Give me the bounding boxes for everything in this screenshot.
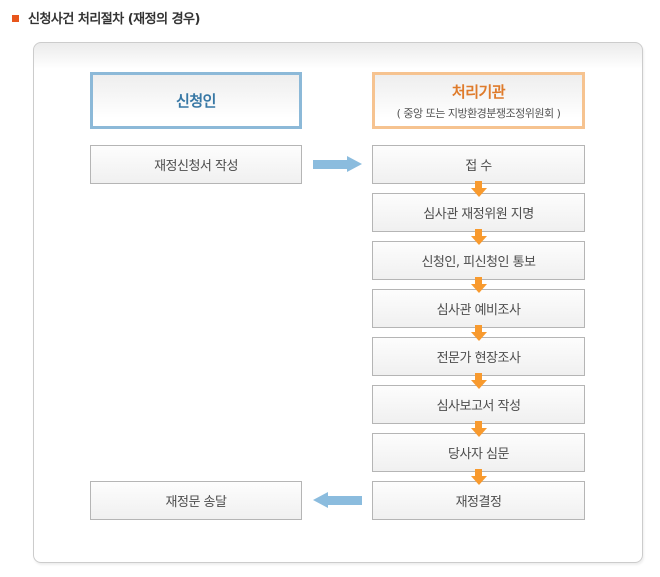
page-title: 신청사건 처리절차 (재정의 경우) <box>12 8 200 27</box>
header-agency: 처리기관 ( 중앙 또는 지방환경분쟁조정위원회 ) <box>372 72 585 129</box>
step-notify-parties: 신청인, 피신청인 통보 <box>372 241 585 280</box>
step-appoint-examiner-committee: 심사관 재정위원 지명 <box>372 193 585 232</box>
step-write-adjudication-application: 재정신청서 작성 <box>90 145 302 184</box>
step-label: 심사보고서 작성 <box>436 399 521 414</box>
arrow-down-icon <box>470 229 487 245</box>
step-label: 심사관 재정위원 지명 <box>423 207 534 222</box>
step-adjudication-decision: 재정결정 <box>372 481 585 520</box>
step-label: 신청인, 피신청인 통보 <box>421 255 536 270</box>
step-receipt: 접 수 <box>372 145 585 184</box>
step-label: 재정결정 <box>455 495 502 510</box>
step-label: 심사관 예비조사 <box>436 303 521 318</box>
step-write-examination-report: 심사보고서 작성 <box>372 385 585 424</box>
arrow-down-icon <box>470 181 487 197</box>
arrow-left-icon <box>313 492 362 508</box>
header-agency-label: 처리기관 <box>451 82 506 101</box>
step-label: 당사자 심문 <box>448 447 509 462</box>
arrow-down-icon <box>470 469 487 485</box>
step-deliver-adjudication-document: 재정문 송달 <box>90 481 302 520</box>
step-party-hearing: 당사자 심문 <box>372 433 585 472</box>
step-preliminary-investigation: 심사관 예비조사 <box>372 289 585 328</box>
arrow-down-icon <box>470 325 487 341</box>
header-applicant-label: 신청인 <box>176 92 216 110</box>
page-title-text: 신청사건 처리절차 (재정의 경우) <box>28 12 200 27</box>
header-applicant: 신청인 <box>90 72 302 129</box>
arrow-down-icon <box>470 373 487 389</box>
arrow-right-icon <box>313 156 362 172</box>
step-label: 재정문 송달 <box>165 495 227 510</box>
arrow-down-icon <box>470 421 487 437</box>
step-label: 전문가 현장조사 <box>436 351 521 366</box>
header-agency-sublabel: ( 중앙 또는 지방환경분쟁조정위원회 ) <box>396 106 561 120</box>
step-label: 접 수 <box>465 159 492 174</box>
step-expert-field-investigation: 전문가 현장조사 <box>372 337 585 376</box>
arrow-down-icon <box>470 277 487 293</box>
step-label: 재정신청서 작성 <box>154 159 238 174</box>
title-bullet-icon <box>12 14 19 22</box>
